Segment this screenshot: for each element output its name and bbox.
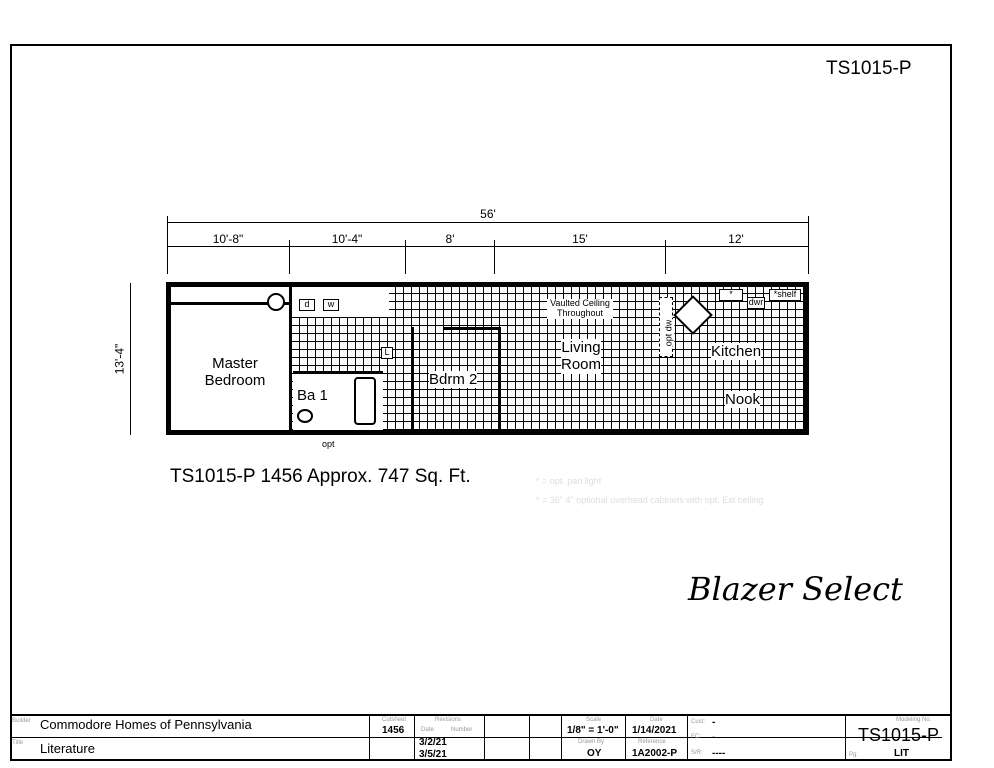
builder-label: Builder [12, 718, 31, 724]
cust-label: Cust: [691, 719, 706, 725]
fc: - [712, 732, 716, 743]
washer: w [323, 299, 339, 311]
linen: L [381, 347, 393, 359]
cust-cell: Cust: - FC: - S/R: ---- [688, 716, 846, 761]
rev-number-label: Number [451, 727, 473, 733]
wall [443, 327, 501, 330]
water-heater-icon [267, 293, 285, 311]
width-dimension-line [130, 283, 131, 435]
dim-segment: 8' [445, 232, 455, 246]
cutsheet: 1456 [382, 725, 405, 736]
date-label: Date [650, 717, 663, 723]
pg-label: Pg: [849, 752, 859, 758]
builder-cell: Builder Commodore Homes of Pennsylvania … [10, 716, 942, 761]
dim-segment: 10'-4" [331, 232, 363, 246]
tick [808, 216, 809, 274]
reference: 1A2002-P [632, 748, 678, 759]
room-master-bedroom: Master Bedroom [201, 355, 269, 390]
cutsheet-label: Cutsheet [382, 717, 407, 723]
date-cell: Date 1/14/2021 Reference 1A2002-P [626, 716, 688, 761]
reference-label: Reference [638, 739, 666, 745]
scale: 1/8" = 1'-0" [567, 725, 619, 736]
tick [665, 240, 666, 274]
dryer: d [299, 299, 315, 311]
wall [293, 371, 383, 374]
opt-label: opt [322, 439, 335, 450]
vaulted-note: Vaulted Ceiling Throughout [547, 298, 613, 319]
tick [405, 240, 406, 274]
room-bath: Ba 1 [297, 387, 328, 405]
room-living: Living Room [561, 339, 602, 374]
wall [498, 327, 501, 430]
builder: Commodore Homes of Pennsylvania [40, 717, 252, 732]
room-kitchen: Kitchen [711, 343, 762, 361]
overall-dimension: 56' [480, 207, 496, 221]
tick [289, 240, 290, 274]
scale-label: Scale [586, 717, 602, 723]
drawn-by: OY [587, 748, 602, 759]
room-bdrm2: Bdrm 2 [429, 371, 478, 389]
dim-segment: 15' [572, 232, 588, 246]
drawn-label: Drawn By [578, 739, 605, 745]
cust: - [712, 717, 716, 728]
series-name: Blazer Select [688, 570, 903, 608]
scale-cell: Scale 1/8" = 1'-0" Drawn By OY [562, 716, 626, 761]
toilet-icon [297, 409, 313, 423]
model-label: Modeling No. [896, 717, 932, 723]
width-dimension: 13'-4" [112, 343, 127, 375]
overall-dimension-line [167, 222, 808, 223]
wall [171, 302, 289, 305]
sr: ---- [712, 748, 726, 759]
cutsheet-cell: Cutsheet 1456 [370, 716, 415, 761]
pg: LIT [894, 748, 909, 759]
date: 1/14/2021 [632, 725, 677, 736]
wall [411, 327, 414, 430]
dim-segment: 12' [728, 232, 744, 246]
title-label: Title [12, 740, 24, 746]
note: * = 36" 4" optional overhead cabinets wi… [536, 495, 764, 505]
model-number: TS1015-P [826, 58, 912, 79]
revisions-cell: Revisions Date Number 3/2/21 3/5/21 [415, 716, 485, 761]
room-nook: Nook [725, 391, 761, 409]
tick [167, 216, 168, 274]
revisions-label: Revisions [435, 717, 462, 723]
note: * = opt. pan light [536, 476, 602, 486]
sink-icon [673, 295, 713, 335]
plan-caption: TS1015-P 1456 Approx. 747 Sq. Ft. [170, 466, 471, 487]
cabinet-star: * [719, 289, 743, 301]
opt-dishwasher: opt dw [659, 297, 675, 357]
bathtub [354, 377, 376, 425]
drawer: dwr [747, 297, 765, 309]
drawing-frame [10, 44, 952, 761]
segment-dimension-line [167, 246, 808, 247]
shelf: *shelf [769, 289, 801, 301]
title: Literature [40, 741, 95, 756]
rev-date-label: Date [421, 727, 434, 733]
revision-date: 3/5/21 [419, 749, 447, 760]
wall [289, 287, 292, 430]
title-block: Builder Commodore Homes of Pennsylvania … [10, 714, 952, 761]
tick [494, 240, 495, 274]
opt-dw-label: opt dw [663, 319, 675, 347]
revision-date: 3/2/21 [419, 737, 447, 748]
floor-plan: d w L Master Bedroom Ba 1 Bdrm 2 Vaulted… [166, 282, 809, 435]
model-cell: Modeling No. TS1015-P Pg: LIT [846, 716, 950, 761]
model: TS1015-P [858, 725, 940, 745]
dim-segment: 10'-8" [212, 232, 244, 246]
fc-label: FC: [691, 734, 701, 740]
sr-label: S/R: [691, 750, 703, 756]
